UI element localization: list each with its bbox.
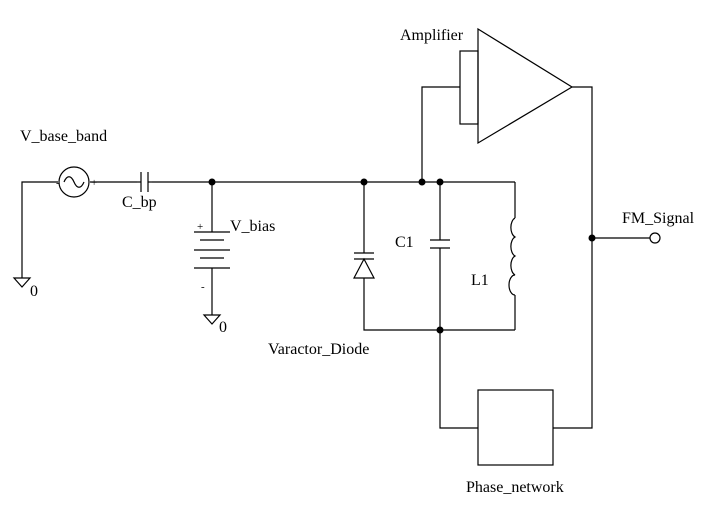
amplifier-icon (459, 27, 574, 145)
inductor-l1-icon (508, 217, 518, 296)
junction-dot (588, 234, 596, 242)
phase-network-icon (477, 389, 554, 466)
output-terminal-icon (649, 232, 661, 244)
wire-ground-to-source (21, 181, 58, 278)
amplifier-label: Amplifier (400, 27, 464, 44)
fm-signal-label: FM_Signal (622, 210, 695, 227)
varactor-diode-icon (353, 248, 375, 279)
junction-dot (436, 326, 444, 334)
c-bp-label: C_bp (122, 194, 157, 211)
l1-label: L1 (471, 272, 489, 289)
junction-dot (418, 178, 426, 186)
ac-source-icon (58, 166, 90, 198)
v-base-band-label: V_base_band (20, 128, 107, 145)
wire-c1-bottom (439, 248, 478, 429)
c1-label: C1 (395, 234, 414, 251)
battery-vbias-icon (194, 231, 230, 269)
bias-minus-sign: - (201, 281, 205, 293)
source-plus-sign: + (91, 177, 97, 189)
capacitor-c1-icon (430, 239, 450, 249)
ground-label-bias: 0 (219, 319, 227, 336)
ground-symbol-bias (202, 314, 222, 325)
wire-amp-feed (421, 86, 460, 182)
junctions (208, 178, 596, 334)
junction-dot (436, 178, 444, 186)
junction-dot (208, 178, 216, 186)
wires (21, 86, 650, 429)
bias-plus-sign: + (197, 221, 203, 233)
junction-dot (360, 178, 368, 186)
ground-label-left: 0 (30, 283, 38, 300)
v-bias-label: V_bias (230, 218, 275, 235)
wire-bottom-rail (363, 278, 515, 331)
source-minus-sign: - (56, 177, 60, 189)
capacitor-cbp-icon (137, 172, 152, 192)
ground-symbol-left (12, 277, 32, 288)
wire-amp-output (553, 86, 593, 429)
phase-network-label: Phase_network (466, 479, 564, 496)
varactor-diode-label: Varactor_Diode (268, 341, 369, 358)
